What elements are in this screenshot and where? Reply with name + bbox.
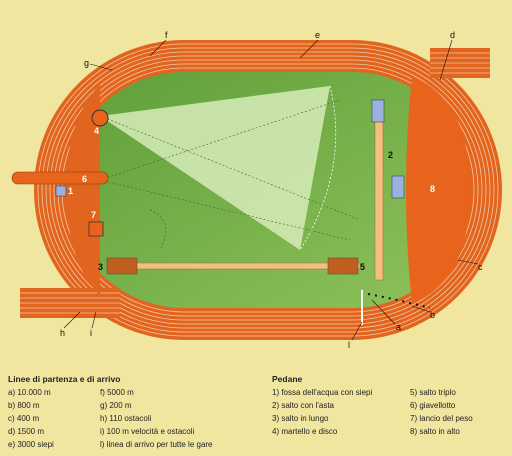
legend-item-a: a) 10.000 m <box>8 388 51 397</box>
legend-item-8: 8) salto in alto <box>410 427 460 436</box>
water-jump-pit <box>55 185 67 197</box>
label-4: 4 <box>94 126 99 136</box>
platforms-title: Pedane <box>272 374 303 384</box>
label-f: f <box>165 30 168 40</box>
legend-item-3: 3) salto in lungo <box>272 414 329 423</box>
label-e: e <box>315 30 320 40</box>
legend-item-g: g) 200 m <box>100 401 132 410</box>
label-a: a <box>396 322 401 332</box>
label-2: 2 <box>388 150 393 160</box>
pole-vault-runway <box>374 119 384 281</box>
left-end-area <box>66 84 100 296</box>
legend-item-f: f) 5000 m <box>100 388 134 397</box>
shot-put-circle <box>88 221 104 237</box>
legend-item-l: l) linea di arrivo per tutte le gare <box>100 440 213 449</box>
label-i: i <box>90 328 92 338</box>
legend: Linee di partenza e di arrivo a) 10.000 … <box>0 370 512 456</box>
legend-item-7: 7) lancio del peso <box>410 414 473 423</box>
legend-item-d: d) 1500 m <box>8 427 45 436</box>
label-g: g <box>84 58 89 68</box>
long-jump-runway <box>109 262 361 270</box>
label-1: 1 <box>68 186 73 196</box>
label-l: l <box>348 340 350 350</box>
hammer-discus-circle <box>91 109 109 127</box>
legend-item-i: i) 100 m velocità e ostacoli <box>100 427 195 436</box>
label-h: h <box>60 328 65 338</box>
legend-item-2: 2) salto con l'asta <box>272 401 335 410</box>
label-3: 3 <box>98 262 103 272</box>
label-6: 6 <box>82 174 87 184</box>
legend-item-5: 5) salto triplo <box>410 388 456 397</box>
label-c: c <box>478 262 483 272</box>
javelin-runway <box>11 171 109 185</box>
label-8: 8 <box>430 184 435 194</box>
throwing-sector <box>100 86 330 250</box>
legend-item-1: 1) fossa dell'acqua con siepi <box>272 388 373 397</box>
label-d: d <box>450 30 455 40</box>
legend-item-4: 4) martello e disco <box>272 427 338 436</box>
legend-item-c: c) 400 m <box>8 414 40 423</box>
high-jump-area <box>406 76 470 304</box>
legend-item-e: e) 3000 siepi <box>8 440 54 449</box>
start-finish-title: Linee di partenza e di arrivo <box>8 374 121 384</box>
label-7: 7 <box>91 210 96 220</box>
label-b: b <box>430 310 435 320</box>
label-5: 5 <box>360 262 365 272</box>
legend-item-6: 6) giavellotto <box>410 401 456 410</box>
legend-item-b: b) 800 m <box>8 401 40 410</box>
legend-item-h: h) 110 ostacoli <box>100 414 152 423</box>
